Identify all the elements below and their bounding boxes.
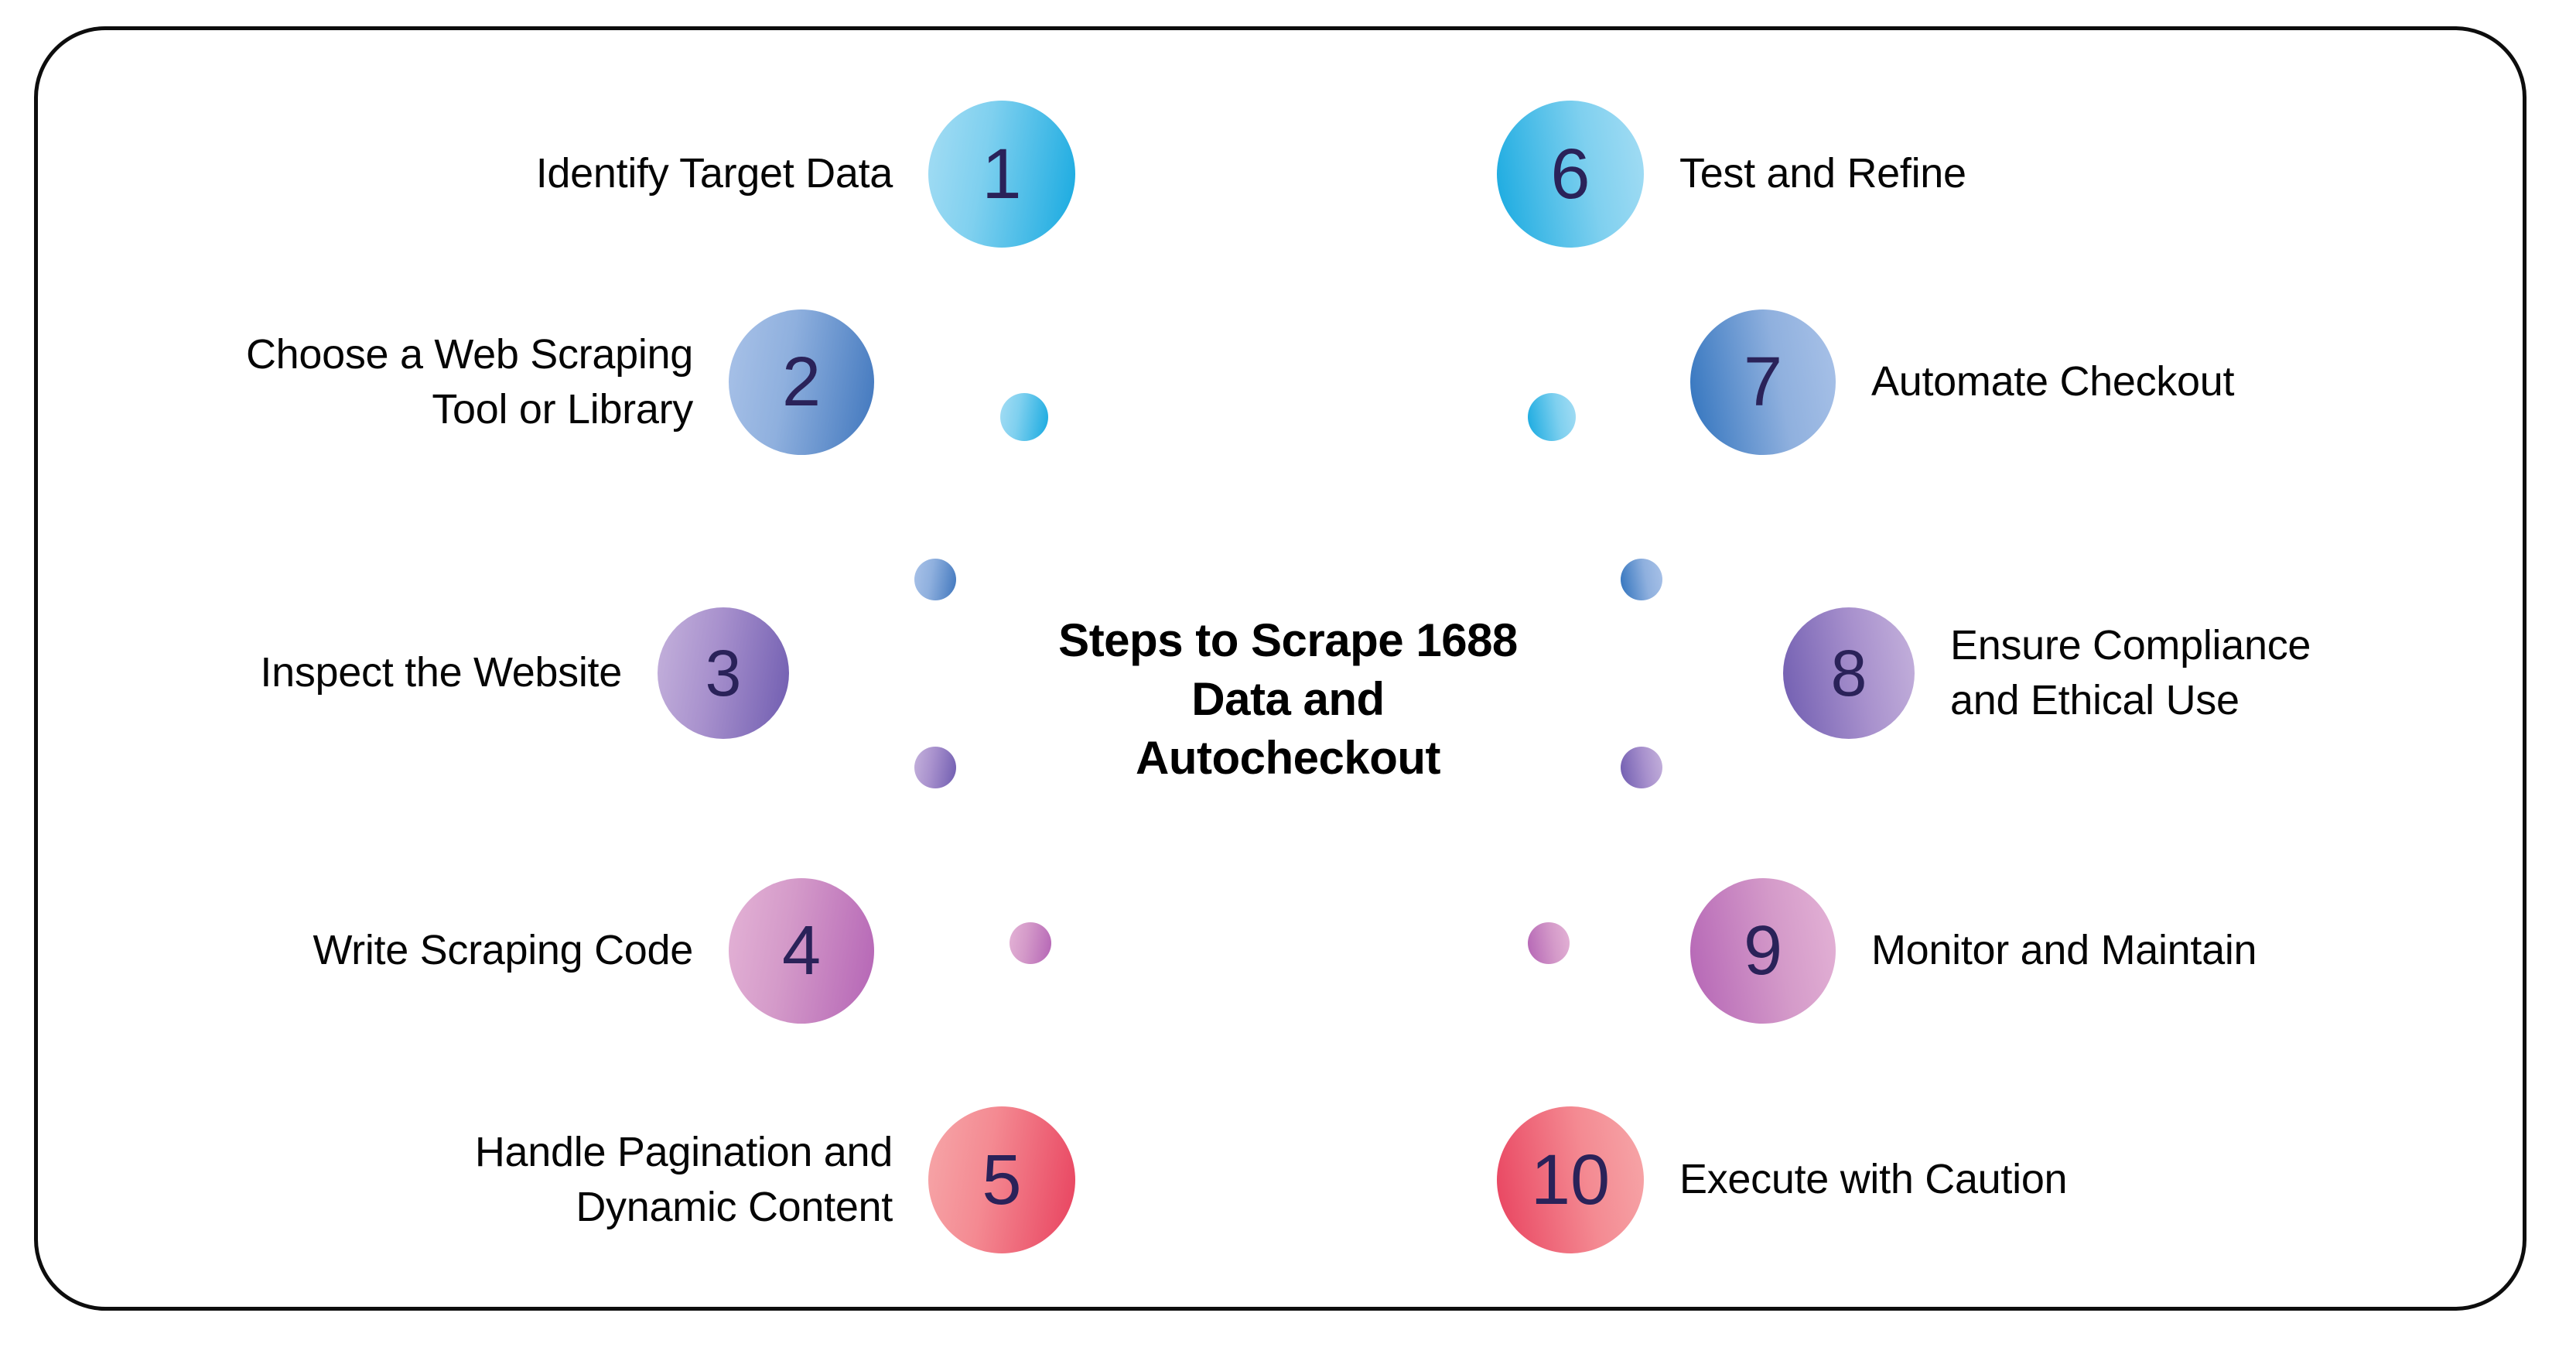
step-number-8: 8: [1830, 636, 1867, 709]
step-number-7: 7: [1743, 343, 1783, 421]
step-label-10: Execute with Caution: [1679, 1156, 2068, 1203]
center-title-line-2: Data and: [1191, 673, 1385, 726]
step-label-8: Ensure Compliance and Ethical Use: [1950, 621, 2311, 723]
step-item-10[interactable]: 10 Execute with Caution: [1497, 1106, 2301, 1253]
step-item-4[interactable]: Write Scraping Code 4: [170, 878, 874, 1024]
connector-dot-right-purple: [1621, 747, 1662, 788]
connector-dot-left-purple: [914, 747, 956, 788]
center-title-line-1: Steps to Scrape 1688: [1058, 614, 1518, 666]
step-item-6[interactable]: 6 Test and Refine: [1497, 101, 2309, 248]
center-title: Steps to Scrape 1688 Data and Autochecko…: [982, 611, 1594, 788]
connector-dot-left-cyan: [1000, 393, 1048, 441]
center-title-line-3: Autocheckout: [1135, 732, 1441, 785]
step-label-6: Test and Refine: [1679, 150, 1966, 197]
step-number-10: 10: [1530, 1140, 1611, 1219]
step-item-5[interactable]: Handle Pagination and Dynamic Content 5: [286, 1106, 1075, 1253]
step-number-2: 2: [781, 343, 822, 421]
step-label-4: Write Scraping Code: [313, 927, 693, 974]
step-label-9: Monitor and Maintain: [1871, 927, 2257, 974]
rounded-frame-border: [34, 26, 2526, 1311]
step-label-2: Choose a Web Scraping Tool or Library: [245, 330, 693, 433]
step-bubble-10[interactable]: 10: [1497, 1106, 1644, 1253]
step-item-1[interactable]: Identify Target Data 1: [263, 101, 1075, 248]
step-bubble-9[interactable]: 9: [1690, 878, 1836, 1024]
step-number-1: 1: [982, 134, 1022, 214]
step-item-2[interactable]: Choose a Web Scraping Tool or Library 2: [46, 309, 874, 455]
step-item-7[interactable]: 7 Automate Checkout: [1690, 309, 2518, 455]
connector-dot-left-blue: [914, 559, 956, 600]
step-item-3[interactable]: Inspect the Website 3: [124, 607, 789, 739]
connector-dot-right-blue: [1621, 559, 1662, 600]
step-bubble-2[interactable]: 2: [729, 309, 874, 455]
step-label-3: Inspect the Website: [260, 649, 622, 696]
step-bubble-4[interactable]: 4: [729, 878, 874, 1024]
step-label-7: Automate Checkout: [1871, 358, 2235, 405]
step-label-5: Handle Pagination and Dynamic Content: [474, 1128, 893, 1230]
connector-dot-left-orchid: [1010, 922, 1051, 964]
step-bubble-6[interactable]: 6: [1497, 101, 1644, 248]
step-item-9[interactable]: 9 Monitor and Maintain: [1690, 878, 2464, 1024]
connector-dot-right-cyan: [1528, 393, 1576, 441]
step-bubble-3[interactable]: 3: [658, 607, 789, 739]
step-number-9: 9: [1743, 911, 1783, 990]
step-bubble-1[interactable]: 1: [928, 101, 1075, 248]
step-number-6: 6: [1550, 134, 1590, 214]
step-number-3: 3: [705, 636, 742, 709]
step-number-4: 4: [781, 911, 822, 990]
step-number-5: 5: [982, 1140, 1022, 1219]
step-label-1: Identify Target Data: [535, 150, 893, 197]
step-bubble-7[interactable]: 7: [1690, 309, 1836, 455]
step-bubble-8[interactable]: 8: [1783, 607, 1915, 739]
step-bubble-5[interactable]: 5: [928, 1106, 1075, 1253]
connector-dot-right-orchid: [1528, 922, 1570, 964]
step-item-8[interactable]: 8 Ensure Compliance and Ethical Use: [1783, 607, 2518, 739]
